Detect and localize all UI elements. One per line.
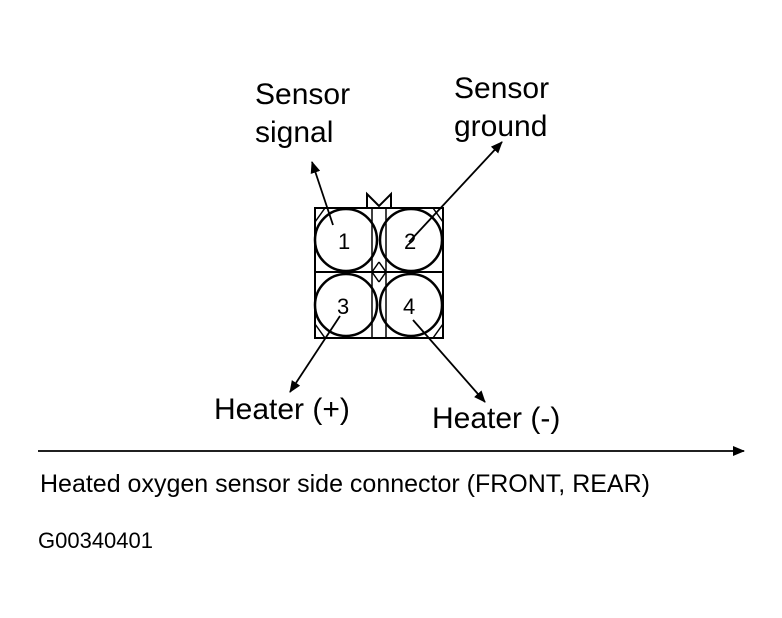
- sensor-signal-label-line2: signal: [255, 116, 333, 149]
- connector-housing: [314, 207, 444, 339]
- figure-code: G00340401: [38, 528, 153, 553]
- pin-2-terminal: [378, 207, 444, 273]
- pin-4-terminal: [378, 272, 444, 338]
- heater-minus-arrow: [412, 319, 486, 403]
- pin-1-terminal: [313, 207, 379, 273]
- heater-plus-arrow: [289, 315, 341, 393]
- locking-key-icon: [366, 191, 392, 209]
- heater-minus-label: Heater (-): [432, 402, 560, 435]
- sensor-ground-label-line2: ground: [454, 110, 547, 143]
- sensor-ground-arrow: [408, 141, 503, 243]
- pin-3-number: 3: [337, 294, 349, 319]
- heater-plus-label: Heater (+): [214, 393, 350, 426]
- diagram-caption: Heated oxygen sensor side connector (FRO…: [40, 470, 650, 498]
- sensor-ground-label-line1: Sensor: [454, 72, 549, 105]
- pin-3-terminal: [313, 272, 379, 338]
- pin-1-number: 1: [338, 229, 350, 254]
- sensor-signal-arrow: [310, 161, 334, 226]
- pin-4-number: 4: [403, 294, 415, 319]
- sensor-signal-label-line1: Sensor: [255, 78, 350, 111]
